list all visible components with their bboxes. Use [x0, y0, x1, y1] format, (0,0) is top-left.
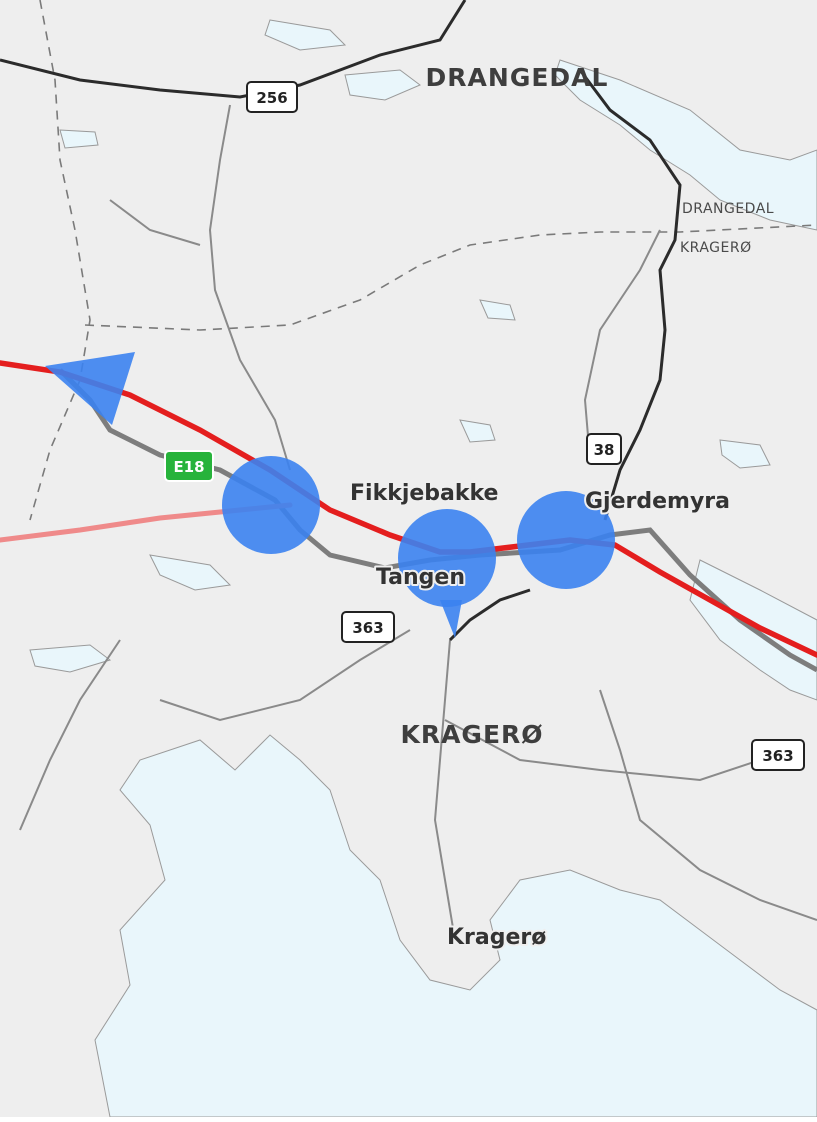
- region-label-kragero: KRAGERØ: [400, 720, 543, 749]
- marker-gjerdemyra: [517, 491, 615, 589]
- lake-small-1: [459, 419, 496, 443]
- place-label-fikkjebakke: Fikkjebakke: [350, 481, 498, 506]
- lake-small-3: [719, 439, 771, 469]
- shield-363-west: 363: [341, 611, 395, 643]
- border-label-kragero: KRAGERØ: [680, 240, 752, 256]
- route-markers: [45, 352, 615, 638]
- shield-38-label: 38: [594, 441, 615, 459]
- marker-tangen: [398, 509, 496, 607]
- region-label-drangedal: DRANGEDAL: [426, 63, 609, 92]
- road-38: [578, 69, 682, 521]
- fjord: [94, 734, 817, 1118]
- shield-363-west-label: 363: [352, 619, 383, 637]
- place-label-tangen: Tangen: [376, 565, 465, 590]
- direction-arrow-marker: [45, 352, 135, 425]
- shield-e18-label: E18: [173, 458, 204, 476]
- shield-e18: E18: [164, 450, 214, 482]
- place-label-gjerdemyra: Gjerdemyra: [585, 489, 730, 514]
- shield-256: 256: [246, 81, 298, 113]
- shield-38: 38: [586, 433, 622, 465]
- marker-e18-west: [222, 456, 320, 554]
- lake-sw: [149, 554, 232, 591]
- lake-small-2: [479, 299, 516, 321]
- shield-256-label: 256: [256, 89, 287, 107]
- road-ring: [448, 588, 531, 642]
- water-bodies: [29, 19, 817, 1118]
- place-label-kragero-town: Kragerø: [447, 925, 546, 950]
- lake-north-east: [554, 59, 817, 231]
- lake-small-4: [59, 129, 99, 149]
- marker-tangen-tail: [440, 600, 462, 638]
- lake-nw: [264, 19, 347, 51]
- shield-363-east-label: 363: [762, 747, 793, 765]
- border-label-drangedal: DRANGEDAL: [682, 201, 774, 217]
- shield-363-east: 363: [751, 739, 805, 771]
- lake-west: [29, 644, 112, 673]
- border-west: [29, 0, 91, 521]
- border-drangedal-kragero: [84, 224, 817, 331]
- minor-roads: [19, 104, 817, 941]
- municipal-borders: [29, 0, 817, 521]
- lake-north: [344, 69, 421, 101]
